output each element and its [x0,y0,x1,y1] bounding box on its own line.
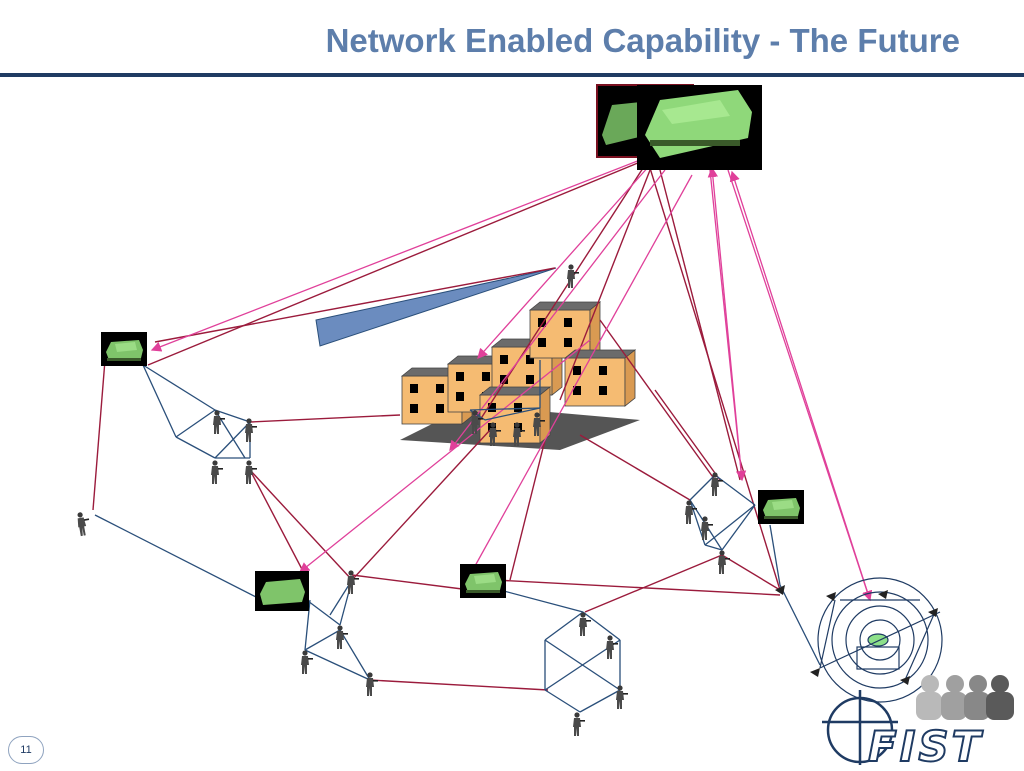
fist-logo [822,675,1014,765]
sensor-beam [315,267,557,347]
vehicle-west [101,332,147,366]
vehicle-command [637,85,762,170]
title-rule [0,73,1024,77]
vehicle-east [758,490,804,524]
soldiers [75,264,730,736]
fist-logo-text: FIST [867,721,984,771]
pink-links [150,159,873,602]
red-links [92,159,781,691]
vehicle-southwest [255,571,309,611]
vehicle-center [460,564,506,598]
page-number: 11 [8,736,44,764]
hq-radio-rings [817,577,943,703]
sensor-nodes [775,585,938,685]
page-title: Network Enabled Capability - The Future [325,22,960,59]
building-cluster [400,301,640,450]
